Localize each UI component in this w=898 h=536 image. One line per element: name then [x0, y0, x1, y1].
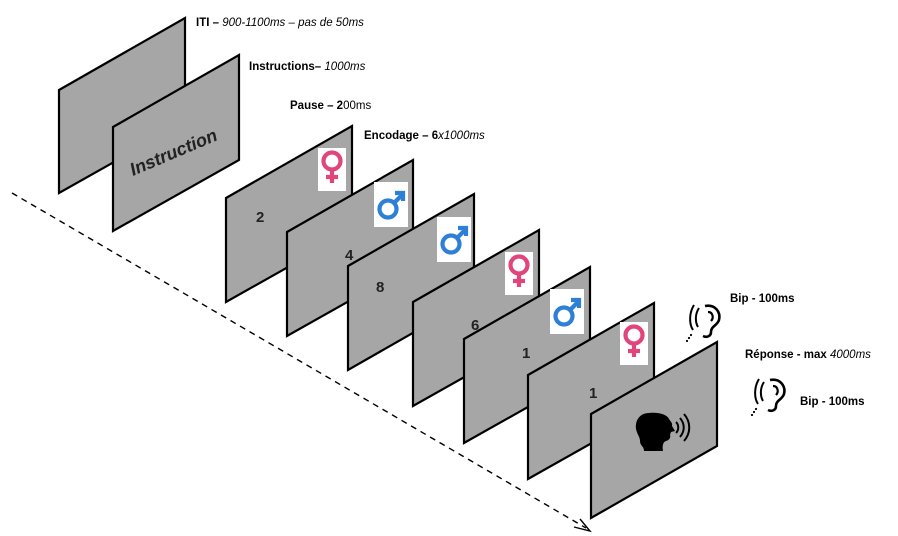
svg-text:1: 1: [522, 345, 530, 362]
svg-text:1: 1: [589, 385, 597, 402]
pause-label: Pause – 200ms: [290, 100, 372, 112]
svg-text:2: 2: [256, 209, 264, 226]
svg-text:4: 4: [345, 247, 354, 264]
iti-label: ITI – 900-1100ms – pas de 50ms: [196, 17, 364, 29]
bip-label-1: Bip - 100ms: [730, 293, 795, 305]
arrow-head: [573, 518, 592, 533]
encoding-screen-1: 2: [224, 124, 354, 304]
instruction-screen: [111, 53, 241, 233]
instructions-label: Instructions– 1000ms: [249, 61, 366, 73]
reponse-label: Réponse - max 4000ms: [745, 349, 871, 361]
response-screen: [589, 340, 719, 520]
ear-sound-icon-1: [684, 303, 721, 344]
svg-text:6: 6: [471, 317, 479, 334]
speaking-head-icon: [635, 412, 691, 451]
bip-label-2: Bip - 100ms: [800, 396, 865, 408]
svg-text:8: 8: [376, 279, 384, 296]
encoding-screen-6: 1: [526, 301, 656, 481]
ear-sound-icon-2: [749, 377, 786, 418]
time-axis-arrow: [11, 192, 587, 529]
encodage-label: Encodage – 6x1000ms: [364, 130, 485, 142]
